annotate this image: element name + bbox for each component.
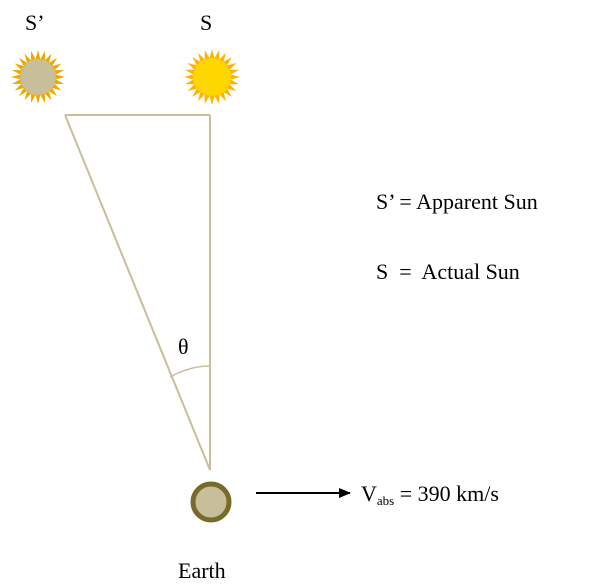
velocity-symbol: V (361, 481, 377, 506)
angle-label: θ (178, 334, 189, 359)
earth-icon (190, 481, 232, 523)
angle-arc (169, 365, 211, 378)
actual-sun-label: S (200, 10, 212, 35)
actual-sun-icon (184, 49, 240, 105)
velocity-value: = 390 km/s (394, 481, 499, 506)
velocity-subscript: abs (377, 493, 394, 508)
legend-actual-sun: S = Actual Sun (376, 259, 520, 284)
apparent-sun-line (64, 114, 211, 471)
apparent-sun-icon (11, 50, 65, 104)
velocity-label: Vabs = 390 km/s (361, 481, 499, 508)
legend-apparent-sun: S’ = Apparent Sun (376, 189, 538, 214)
apparent-sun-label: S’ (25, 10, 45, 35)
earth-label: Earth (178, 558, 226, 583)
